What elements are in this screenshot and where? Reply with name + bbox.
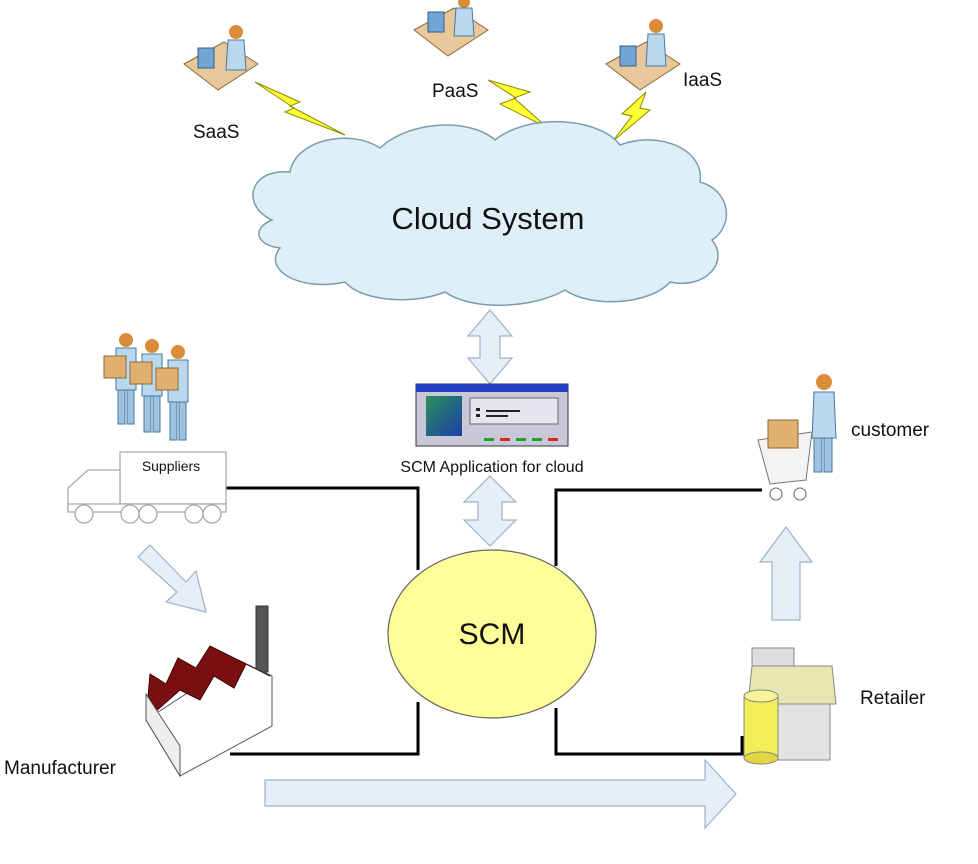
cloud-app-double-arrow (466, 309, 514, 385)
lightning-iaas-icon (611, 91, 652, 143)
saas-label: SaaS (193, 122, 239, 143)
suppliers-to-manufacturer-arrow (137, 544, 207, 613)
paas-label: PaaS (432, 81, 478, 102)
cloud-system-label: Cloud System (392, 201, 585, 236)
customer-label: customer (851, 420, 930, 441)
iaas-user-workstation-icon (605, 19, 681, 91)
warehouse-icon (743, 647, 837, 765)
app-scm-double-arrow (462, 475, 518, 547)
shopping-cart-icon (757, 374, 837, 501)
suppliers-label: Suppliers (142, 458, 200, 474)
saas-user-workstation-icon (183, 25, 259, 91)
paas-user-workstation-icon (413, 0, 489, 57)
application-window-icon (415, 383, 569, 447)
suppliers-people-icon (103, 333, 189, 441)
retailer-to-customer-arrow (758, 525, 814, 621)
scm-hub-label: SCM (459, 618, 526, 651)
connector-lines (226, 486, 762, 756)
factory-icon (145, 605, 273, 778)
retailer-label: Retailer (860, 688, 926, 709)
lightning-saas-icon (254, 81, 346, 136)
scm-hub-ellipse (387, 549, 597, 719)
lightning-paas-icon (487, 79, 549, 129)
scm-app-label: SCM Application for cloud (400, 459, 583, 476)
manufacturer-to-retailer-arrow (264, 758, 737, 830)
iaas-label: IaaS (683, 70, 722, 91)
cloud-system-shape (252, 120, 728, 306)
manufacturer-label: Manufacturer (4, 758, 117, 779)
delivery-truck-icon (67, 451, 227, 524)
